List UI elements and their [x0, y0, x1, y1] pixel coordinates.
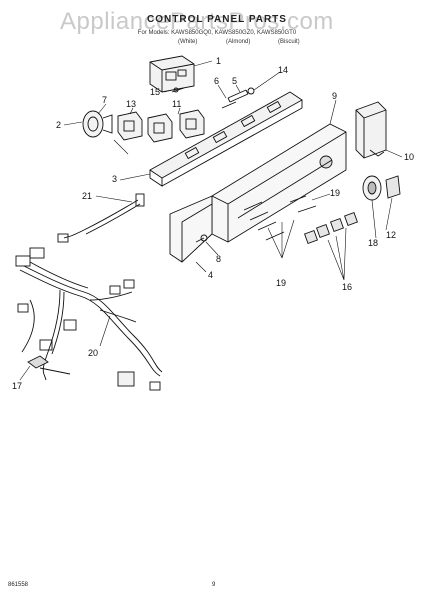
callout-1: 1 — [216, 56, 221, 66]
variant-white: (White) — [178, 39, 198, 45]
callout-10: 10 — [404, 152, 414, 162]
callout-7: 7 — [102, 95, 107, 105]
callout-19a: 19 — [330, 188, 340, 198]
callout-3: 3 — [112, 174, 117, 184]
callout-2: 2 — [56, 120, 61, 130]
push-buttons — [304, 212, 358, 244]
screw-8 — [195, 234, 208, 243]
selector-switches — [117, 109, 205, 143]
callout-19b: 19 — [276, 278, 286, 288]
callout-15: 15 — [150, 87, 160, 97]
timer-part — [149, 55, 195, 93]
short-wire-harness — [57, 193, 145, 243]
callout-4: 4 — [208, 270, 213, 280]
rotary-switch-part — [82, 110, 113, 138]
callout-12: 12 — [386, 230, 396, 240]
knob-part — [385, 175, 401, 199]
main-wire-harness — [15, 247, 163, 391]
mounting-bracket — [149, 91, 303, 187]
callout-17: 17 — [12, 381, 22, 391]
callout-9: 9 — [332, 91, 337, 101]
clip-part — [27, 355, 71, 375]
callout-5: 5 — [232, 76, 237, 86]
variant-biscuit: (Biscuit) — [278, 39, 300, 45]
watermark: AppliancePartsPros.com — [60, 8, 334, 35]
models-line: For Models: KAWS850GQ0, KAWS850GZ0, KAWS… — [137, 30, 297, 36]
callout-13: 13 — [126, 99, 136, 109]
callout-20: 20 — [88, 348, 98, 358]
small-fasteners — [171, 87, 255, 109]
callout-11: 11 — [172, 99, 181, 109]
callout-21: 21 — [82, 191, 92, 201]
callout-16: 16 — [342, 282, 352, 292]
diagram-title: CONTROL PANEL PARTS — [147, 14, 287, 25]
callout-18: 18 — [368, 238, 378, 248]
control-panel-console — [169, 123, 347, 263]
screws-19 — [243, 195, 317, 241]
end-cap-part — [355, 101, 387, 159]
page-number: 9 — [212, 582, 216, 588]
callout-numbers: 1 2 3 4 5 6 7 8 9 10 11 12 13 14 15 16 1… — [12, 56, 414, 391]
knob-ring-part — [362, 175, 382, 201]
callout-14: 14 — [278, 65, 288, 75]
callout-8: 8 — [216, 254, 221, 264]
callout-6: 6 — [214, 76, 219, 86]
variant-almond: (Almond) — [226, 39, 251, 45]
document-number: 861558 — [8, 582, 29, 588]
